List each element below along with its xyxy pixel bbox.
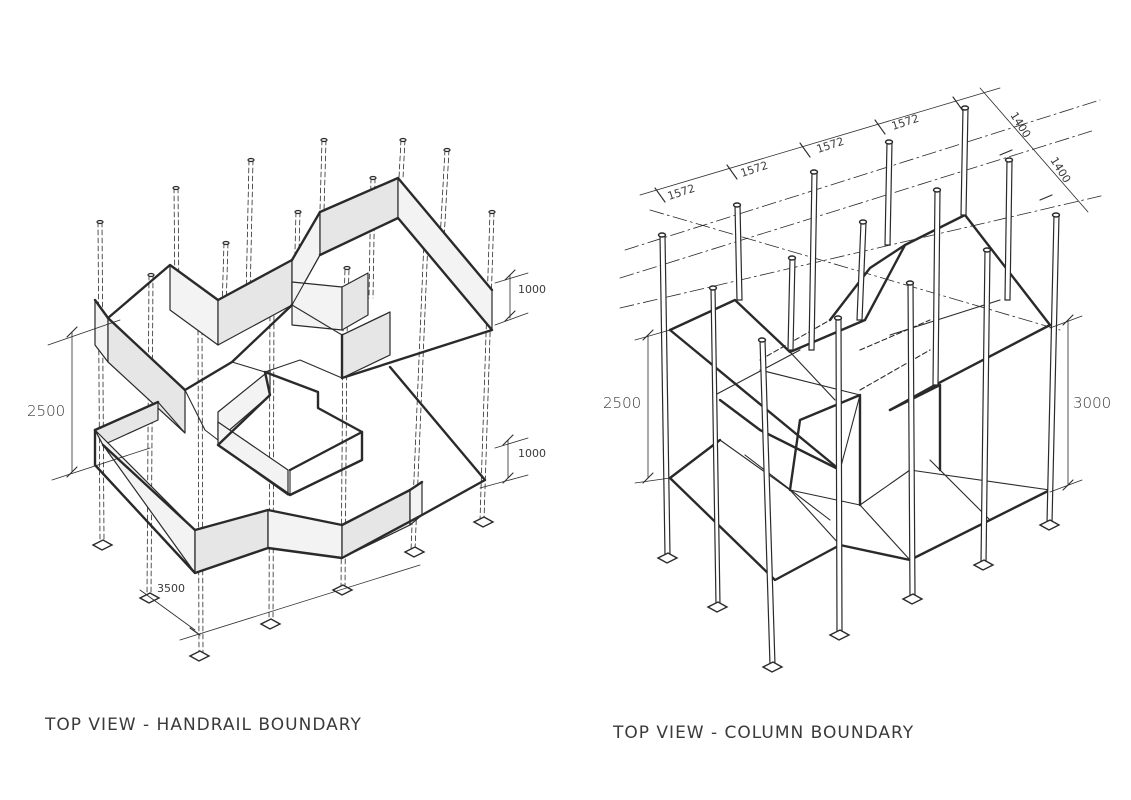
dim-label-bay-3: 1572 xyxy=(815,135,846,156)
handrail-boundary-drawing: 2500 1000 1000 3500 TOP VIEW - HA xyxy=(27,137,546,735)
dim-top-rail-1000: 1000 xyxy=(494,269,546,326)
dim-label-1000-bottom: 1000 xyxy=(518,447,546,460)
dim-label-3500: 3500 xyxy=(157,582,185,595)
column-boundary-drawing: 1572 1572 1572 1572 1400 1400 xyxy=(603,87,1111,743)
dim-span-3500: 3500 xyxy=(139,564,421,641)
dim-height-2500: 2500 xyxy=(27,319,151,481)
dim-label-2500-right: 2500 xyxy=(603,394,641,412)
upper-floor-plate xyxy=(668,213,1052,472)
dim-height-2500-right: 2500 xyxy=(603,329,671,484)
dim-bottom-rail-1000: 1000 xyxy=(479,434,546,489)
dim-label-bay-2: 1572 xyxy=(739,159,770,180)
column-bases-right xyxy=(656,519,1061,673)
dim-label-1000-top: 1000 xyxy=(518,283,546,296)
dim-label-bay-4: 1572 xyxy=(890,112,921,133)
dim-label-bay-1: 1572 xyxy=(666,182,697,203)
dim-label-3000: 3000 xyxy=(1073,394,1111,412)
upper-floor-outline xyxy=(93,176,494,392)
caption-column-boundary: TOP VIEW - COLUMN BOUNDARY xyxy=(612,723,914,743)
upper-handrail-walls xyxy=(94,177,493,434)
dim-height-3000: 3000 xyxy=(1049,314,1111,493)
column-top-markers-right xyxy=(657,105,1061,343)
dim-label-2500: 2500 xyxy=(27,402,65,420)
dim-label-depth-1: 1400 xyxy=(1007,110,1033,141)
caption-handrail-boundary: TOP VIEW - HANDRAIL BOUNDARY xyxy=(44,715,362,735)
lower-floor-outline xyxy=(93,365,487,575)
lower-handrail-walls xyxy=(94,401,423,574)
columns xyxy=(659,107,1060,666)
stair-ramp xyxy=(184,359,364,497)
